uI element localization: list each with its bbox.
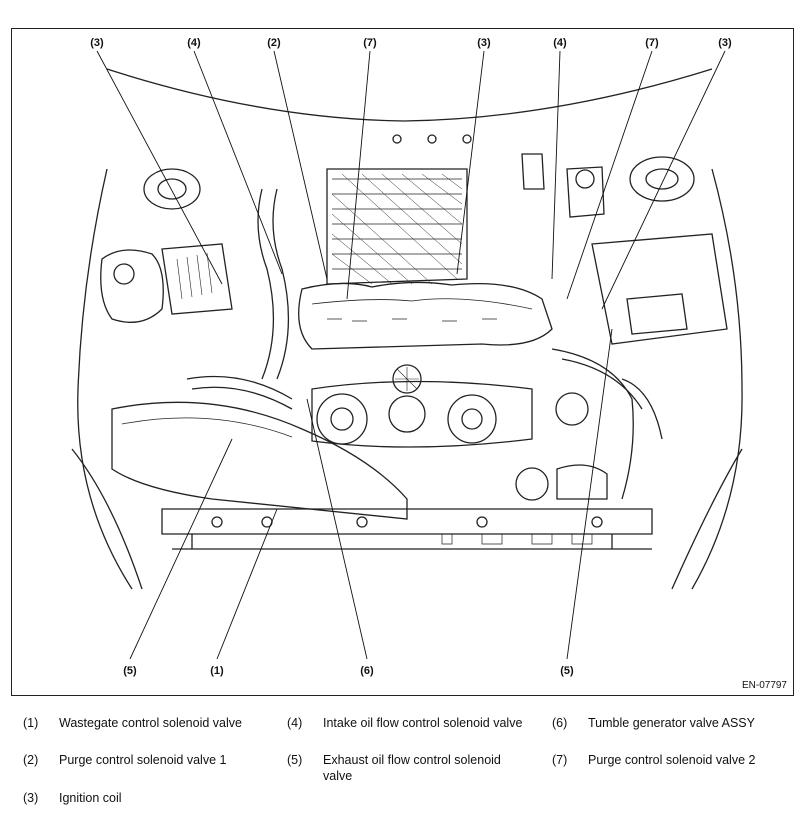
callout-purge-valve-1: (2) [267, 37, 281, 49]
legend-num: (2) [23, 753, 39, 767]
callout-intake-oil-flow-valve: (4) [187, 37, 201, 49]
legend-text: Wastegate control solenoid valve [59, 716, 242, 730]
legend-text: Purge control solenoid valve 2 [588, 753, 756, 767]
legend-num: (3) [23, 791, 39, 805]
legend-num: (5) [287, 753, 303, 767]
legend-text: Tumble generator valve ASSY [588, 716, 755, 730]
callout-purge-valve-2: (7) [363, 37, 377, 49]
callout-exhaust-oil-flow-valve: (5) [123, 665, 137, 677]
callout-ignition-coil: (3) [718, 37, 732, 49]
figure-id: EN-07797 [741, 680, 787, 691]
legend-num: (6) [552, 716, 568, 730]
legend-text: Purge control solenoid valve 1 [59, 753, 227, 767]
callout-intake-oil-flow-valve: (4) [553, 37, 567, 49]
engine-compartment-figure: (3) (4) (2) (7) (3) (4) (7) (3) (5) (1) … [11, 28, 794, 696]
callout-ignition-coil: (3) [477, 37, 491, 49]
callout-ignition-coil: (3) [90, 37, 104, 49]
callout-tumble-generator-valve: (6) [360, 665, 374, 677]
legend-text: Exhaust oil flow control solenoid valve [323, 753, 501, 783]
legend-num: (4) [287, 716, 303, 730]
callout-purge-valve-2: (7) [645, 37, 659, 49]
legend-num: (1) [23, 716, 39, 730]
callout-wastegate-valve: (1) [210, 665, 224, 677]
legend-text: Ignition coil [59, 791, 122, 805]
legend-num: (7) [552, 753, 568, 767]
callout-exhaust-oil-flow-valve: (5) [560, 665, 574, 677]
legend-text: Intake oil flow control solenoid valve [323, 716, 523, 730]
engine-bay-drawing [71, 50, 743, 660]
